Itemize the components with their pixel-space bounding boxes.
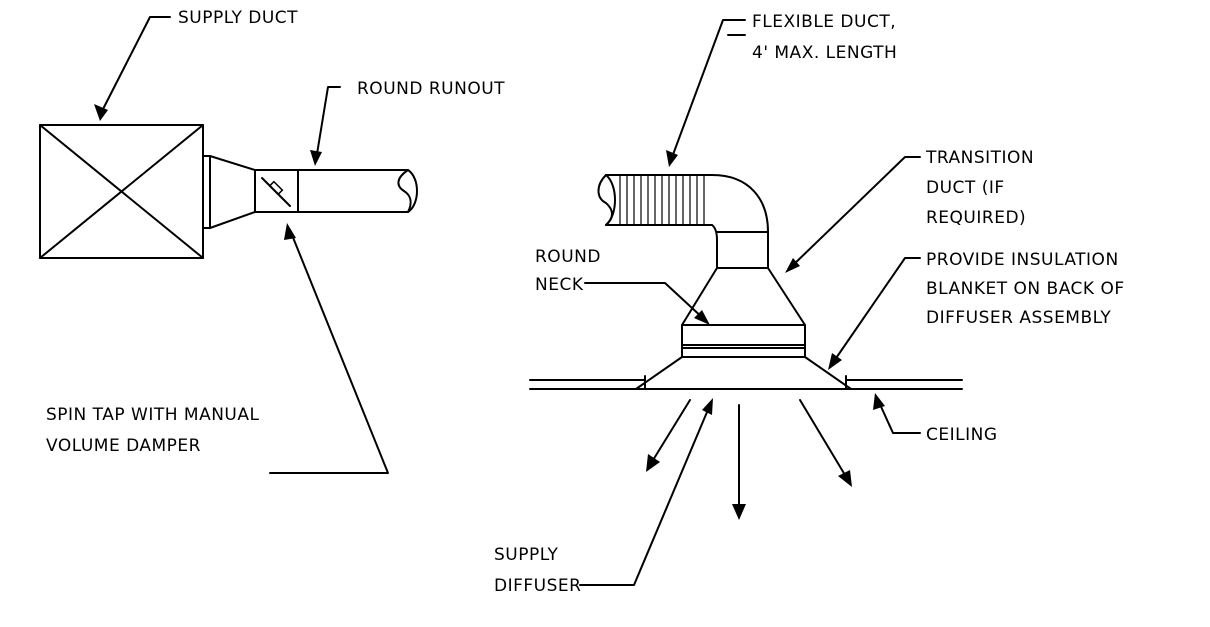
transition-right	[767, 267, 806, 326]
label-insulation-line2: BLANKET ON BACK OF	[926, 279, 1125, 299]
elbow-inner	[711, 224, 718, 269]
label-spin-tap-line2: VOLUME DAMPER	[46, 436, 201, 456]
label-flexible-duct-line1: FLEXIBLE DUCT,	[752, 12, 896, 32]
label-insulation-line1: PROVIDE INSULATION	[926, 250, 1119, 270]
damper-shaft	[268, 180, 284, 196]
supply-duct-cross-2	[39, 124, 204, 259]
diffuser-left	[635, 356, 683, 390]
flex-duct-corrugation	[619, 175, 705, 225]
spin-tap-fitting	[202, 155, 256, 229]
label-spin-tap-line1: SPIN TAP WITH MANUAL	[46, 405, 260, 425]
label-round-neck-line2: NECK	[535, 275, 584, 295]
flex-duct-break	[597, 174, 613, 226]
label-round-neck-line1: ROUND	[535, 247, 601, 267]
round-neck	[681, 324, 806, 358]
supply-duct-section	[39, 124, 418, 259]
label-round-runout: ROUND RUNOUT	[357, 79, 505, 99]
label-supply-diffuser-line2: DIFFUSER	[494, 576, 581, 596]
elbow-outer	[711, 174, 769, 269]
transition-left	[681, 267, 718, 326]
airflow-arrows	[646, 399, 852, 520]
label-transition-line3: REQUIRED)	[926, 208, 1026, 228]
diffuser-section	[529, 174, 963, 390]
flex-duct-break-2	[605, 174, 616, 226]
right-leaders	[579, 19, 921, 586]
labels: SUPPLY DUCT ROUND RUNOUT SPIN TAP WITH M…	[46, 8, 1125, 596]
runout-break	[397, 169, 412, 213]
label-ceiling: CEILING	[926, 425, 998, 445]
label-supply-diffuser-line1: SUPPLY	[494, 545, 558, 565]
label-supply-duct: SUPPLY DUCT	[178, 8, 298, 28]
label-transition-line1: TRANSITION	[925, 148, 1034, 168]
label-insulation-line3: DIFFUSER ASSEMBLY	[926, 308, 1111, 328]
runout-break-2	[407, 169, 418, 213]
label-flexible-duct-line2: 4' MAX. LENGTH	[752, 43, 897, 63]
label-transition-line2: DUCT (IF	[926, 178, 1005, 198]
supply-duct-box	[39, 124, 204, 259]
diffuser-right	[804, 356, 852, 390]
left-leaders	[94, 16, 389, 474]
